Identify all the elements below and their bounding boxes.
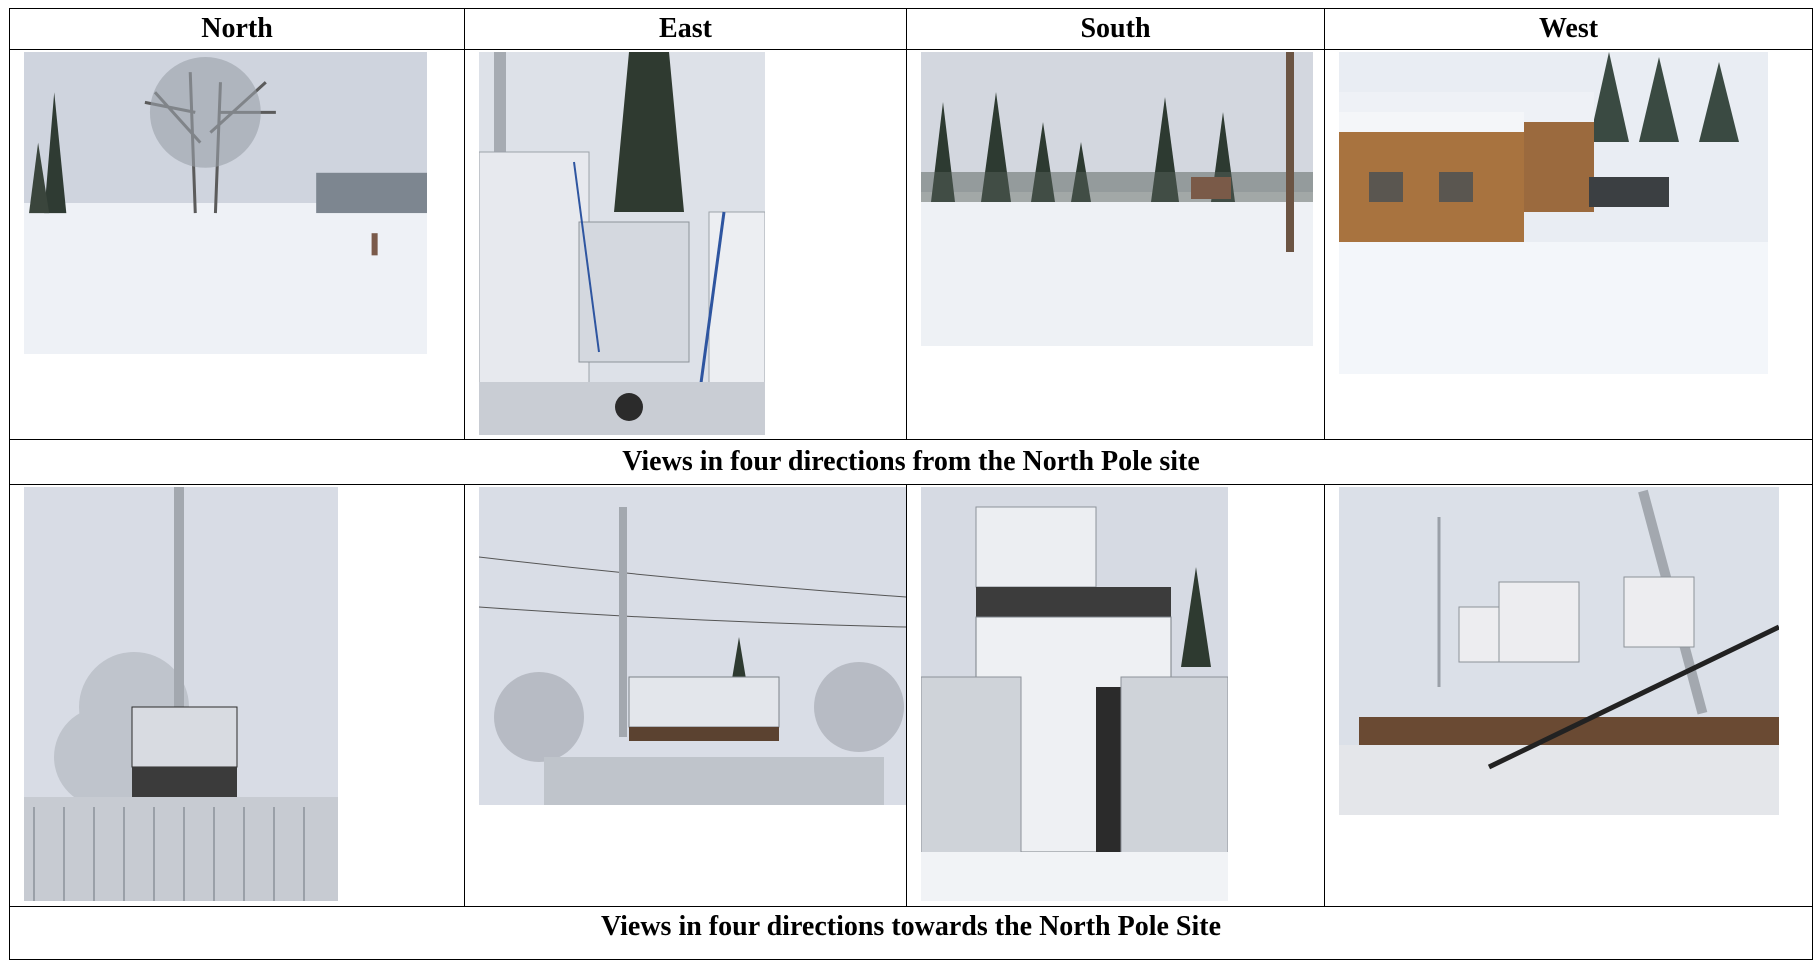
east-towards-cell [464, 484, 907, 907]
column-header-east: East [464, 7, 907, 51]
column-header-north: North [9, 7, 465, 51]
west-towards-cell [1324, 484, 1813, 907]
north-towards-photo [24, 487, 338, 902]
north-towards-cell [9, 484, 465, 907]
south-view-photo [921, 52, 1313, 347]
column-header-west: West [1324, 7, 1813, 51]
towards-site-photo-row [9, 484, 1813, 907]
west-photo-cell [1324, 49, 1813, 441]
north-photo-cell [9, 49, 465, 441]
column-header-south: South [906, 7, 1325, 51]
caption-towards-site: Views in four directions towards the Nor… [9, 905, 1813, 960]
south-photo-cell [906, 49, 1325, 441]
east-view-photo [479, 52, 765, 436]
west-view-photo [1339, 52, 1768, 375]
south-towards-cell [906, 484, 1325, 907]
south-towards-photo [921, 487, 1228, 902]
header-row: North East South West [9, 7, 1813, 51]
from-site-caption-row: Views in four directions from the North … [9, 439, 1813, 486]
north-view-photo [24, 52, 427, 355]
towards-site-caption-row: Views in four directions towards the Nor… [9, 905, 1813, 960]
caption-from-site: Views in four directions from the North … [9, 439, 1813, 486]
from-site-photo-row [9, 49, 1813, 441]
photo-table: North East South West [9, 7, 1813, 960]
east-photo-cell [464, 49, 907, 441]
west-towards-photo [1339, 487, 1779, 816]
east-towards-photo [479, 487, 906, 806]
